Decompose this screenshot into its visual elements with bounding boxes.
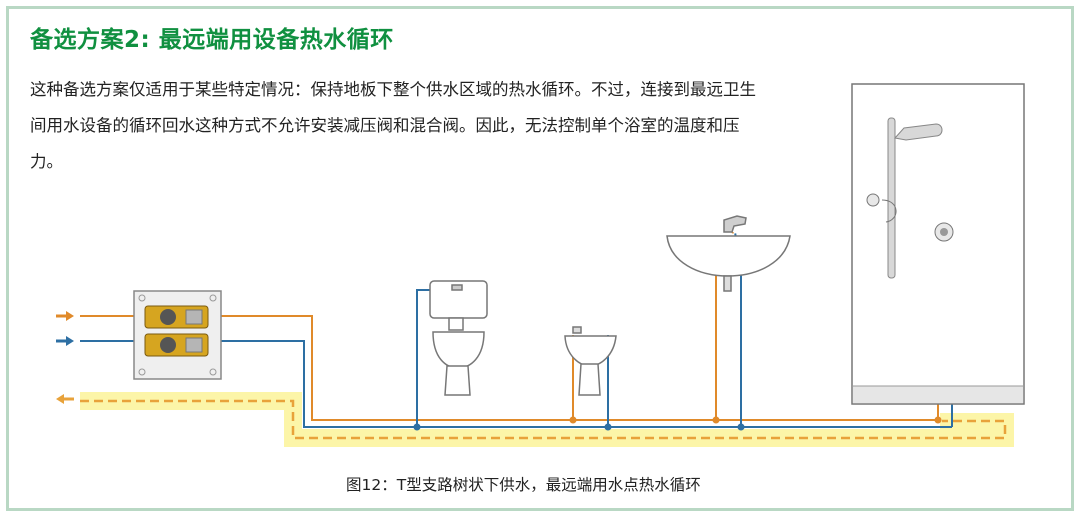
cold-inlet-arrow-icon [56, 336, 74, 346]
hot-inlet-arrow-icon [56, 311, 74, 321]
bidet-icon [564, 326, 617, 396]
manifold-icon [133, 290, 222, 380]
toilet-icon [429, 280, 488, 396]
shower-icon [851, 83, 1025, 405]
washbasin-icon [666, 215, 791, 292]
page-title: 备选方案2: 最远端用设备热水循环 [30, 27, 394, 53]
return-outlet-arrow-icon [56, 394, 74, 404]
pipe-junctions [413, 416, 942, 431]
description-text: 这种备选方案仅适用于某些特定情况：保持地板下整个供水区域的热水循环。不过，连接到… [30, 80, 756, 171]
figure-caption: 图12：T型支路树状下供水，最远端用水点热水循环 [346, 476, 701, 494]
circulation-return-line [80, 399, 1007, 440]
